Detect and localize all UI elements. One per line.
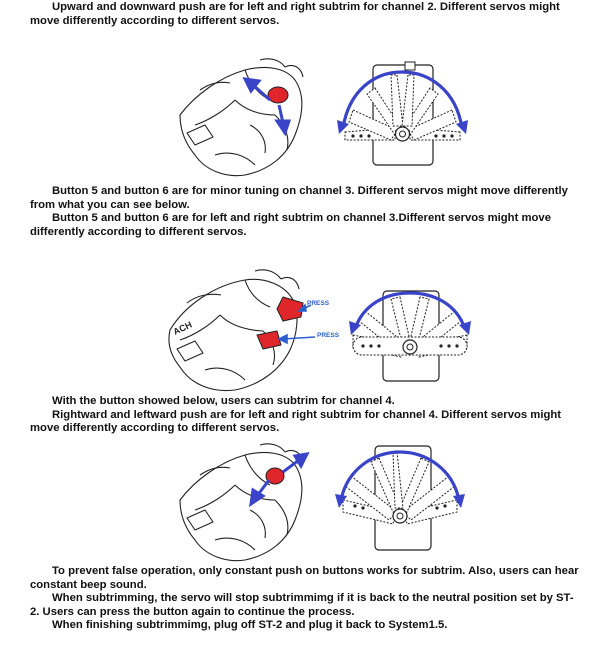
servo-diagram-channel-4 <box>335 445 465 551</box>
paragraph-channel-3: Button 5 and button 6 are for minor tuni… <box>30 185 580 239</box>
text-channel-4-subtrim: Rightward and leftward push are for left… <box>30 408 562 435</box>
red-stick-button <box>267 86 289 104</box>
text-false-operation-note: To prevent false operation, only constan… <box>30 565 579 591</box>
button-5 <box>276 296 304 322</box>
text-finishing-note: When finishing subtrimmimg, plug off ST-… <box>52 619 448 631</box>
transmitter-illustration-channel-2 <box>179 58 304 177</box>
paragraph-subtrim-notes: To prevent false operation, only constan… <box>30 565 580 633</box>
press-label-button-5: PRESS <box>307 300 330 307</box>
text-channel-2-subtrim: Upward and downward push are for left an… <box>30 1 560 27</box>
text-channel-4-intro: With the button showed below, users can … <box>52 395 395 407</box>
text-channel-3-subtrim: Button 5 and button 6 are for left and r… <box>30 212 551 238</box>
transmitter-illustration-channel-4 <box>179 443 310 562</box>
transmitter-illustration-channel-3: ACH PRESS PRESS <box>168 269 340 392</box>
servo-diagram-channel-2 <box>337 61 468 166</box>
paragraph-channel-4: With the button showed below, users can … <box>30 395 580 436</box>
press-label-button-6: PRESS <box>317 332 340 339</box>
text-neutral-position-note: When subtrimming, the servo will stop su… <box>30 592 574 618</box>
text-channel-3-minor-tuning: Button 5 and button 6 are for minor tuni… <box>30 185 568 211</box>
paragraph-channel-2: Upward and downward push are for left an… <box>30 1 580 28</box>
servo-diagram-channel-3 <box>349 290 471 382</box>
button-6 <box>256 330 282 350</box>
red-stick-button <box>265 467 285 485</box>
